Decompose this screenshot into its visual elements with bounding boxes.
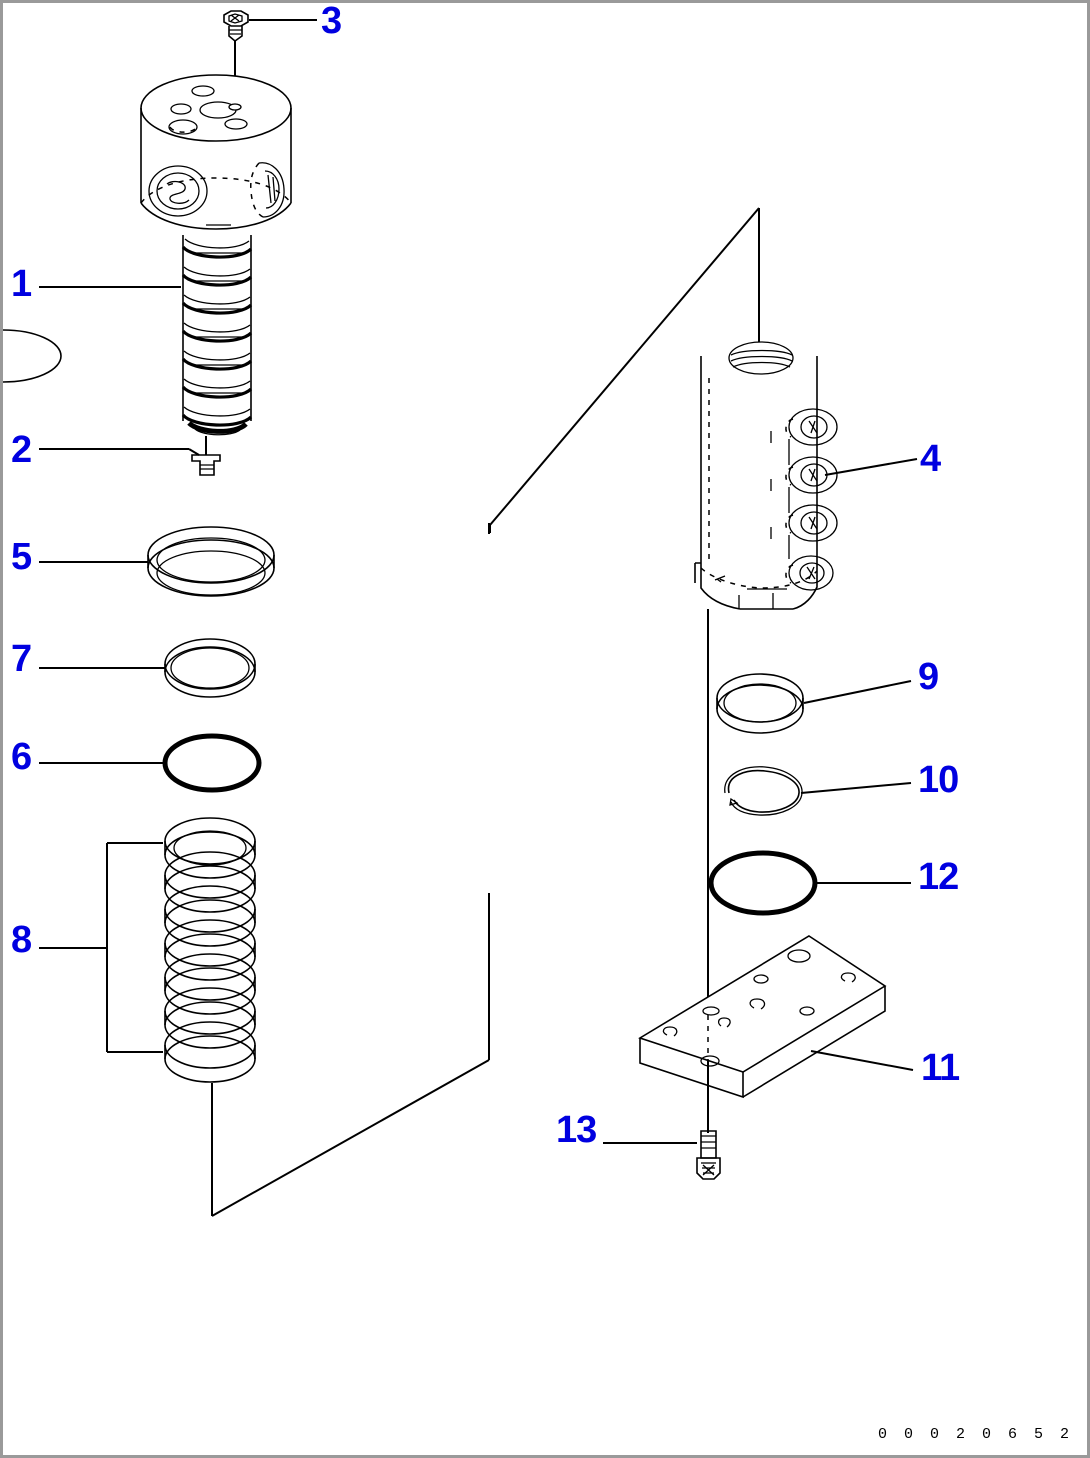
construction-lines (211, 207, 760, 1217)
callout-3[interactable]: 3 (321, 0, 342, 42)
callout-9[interactable]: 9 (918, 656, 939, 698)
callout-11[interactable]: 11 (921, 1047, 960, 1089)
callout-5[interactable]: 5 (11, 536, 32, 578)
diagram-canvas: .ln { stroke:#000; stroke-width:2; fill:… (3, 10, 918, 1217)
callout-6[interactable]: 6 (11, 736, 32, 778)
callout-12[interactable]: 12 (918, 856, 959, 898)
part-12-o-ring (708, 850, 911, 916)
callout-8[interactable]: 8 (11, 919, 32, 961)
callout-4[interactable]: 4 (920, 438, 941, 480)
part-8-seal-ring-set (39, 817, 256, 1216)
part-4-valve-body (3, 329, 918, 610)
part-11-mounting-plate (638, 935, 914, 1099)
part-1-valve-spool-assembly (39, 74, 292, 436)
part-6-o-ring-small (39, 733, 262, 793)
callout-7[interactable]: 7 (11, 638, 32, 680)
callout-2[interactable]: 2 (11, 429, 32, 471)
drawing-code: 0 0 0 2 0 6 5 2 (877, 1426, 1073, 1443)
part-13-mounting-bolt (603, 1130, 721, 1180)
valve-body-ports (770, 408, 838, 591)
callout-13[interactable]: 13 (556, 1109, 597, 1151)
part-9-backup-ring (716, 673, 912, 734)
part-5-backup-ring-large (39, 526, 275, 597)
spool-seal-lands (181, 235, 253, 436)
part-2-plug-screw (39, 436, 221, 476)
part-7-seal-ring-medium (39, 638, 256, 698)
callout-10[interactable]: 10 (918, 759, 959, 801)
callout-1[interactable]: 1 (11, 263, 32, 305)
part-10-snap-ring (724, 766, 912, 816)
